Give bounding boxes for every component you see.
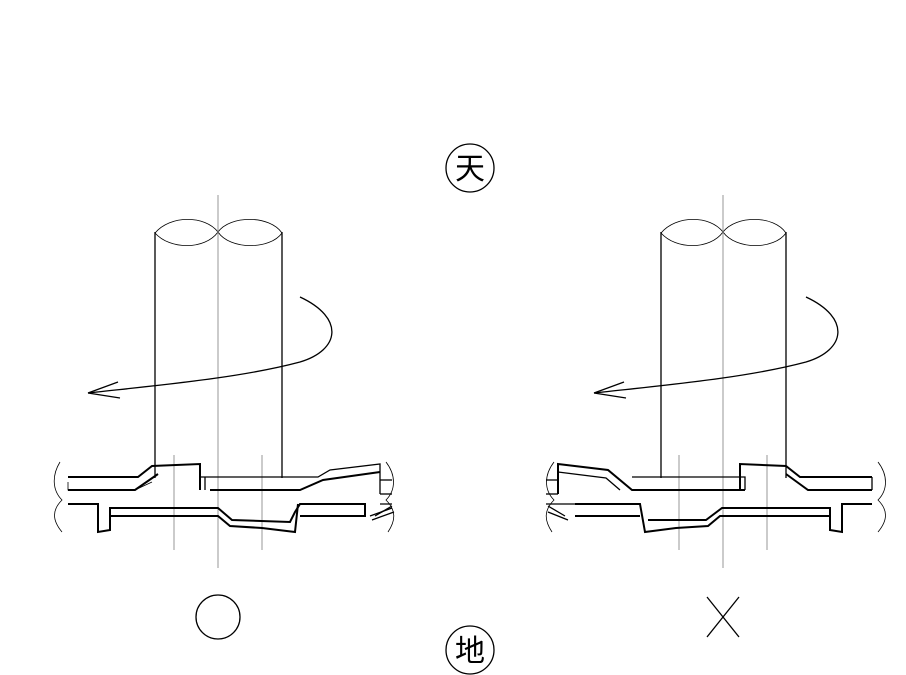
left-assembly <box>53 195 395 640</box>
left-upper-plate <box>67 462 392 495</box>
bottom-label: 地 <box>445 625 495 675</box>
top-label-circle <box>445 143 495 193</box>
correct-mark-icon <box>195 594 241 640</box>
right-rotation-arrow <box>593 296 839 399</box>
right-break-line-1 <box>545 461 555 533</box>
right-assembly <box>545 195 886 638</box>
bottom-label-text: 地 <box>455 634 485 669</box>
right-upper-plate <box>546 462 873 495</box>
left-rotation-arrow <box>87 296 333 399</box>
wrong-mark-icon <box>706 596 740 638</box>
left-shaft <box>154 218 283 478</box>
left-break-line-1 <box>53 461 63 533</box>
top-label-text: 天 <box>455 152 485 187</box>
right-lower-plate <box>546 503 872 534</box>
left-break-line-2 <box>385 461 395 533</box>
bottom-label-circle <box>445 625 495 675</box>
top-label: 天 <box>445 143 495 193</box>
left-lower-plate <box>68 503 395 534</box>
right-break-line-2 <box>877 461 886 533</box>
right-shaft <box>660 218 787 478</box>
